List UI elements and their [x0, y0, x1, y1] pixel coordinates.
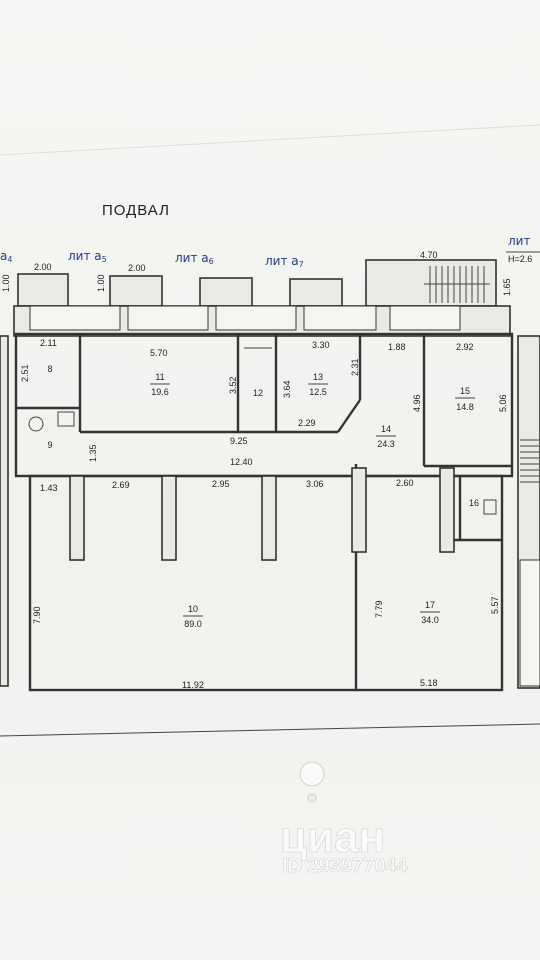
pit-a6 — [199, 277, 253, 307]
dim-3-06: 3.06 — [306, 479, 324, 489]
dim-5-70: 5.70 — [150, 348, 168, 358]
room-11-label: 11 19.6 — [150, 372, 170, 397]
column-4 — [351, 467, 367, 553]
dim-1-43: 1.43 — [40, 483, 58, 493]
dim-4-70: 4.70 — [420, 250, 438, 260]
dim-1-88: 1.88 — [388, 342, 406, 352]
svg-text:13: 13 — [313, 372, 323, 382]
adjacent-room — [519, 559, 540, 687]
dim-5-57: 5.57 — [490, 596, 500, 614]
wall-gap-3 — [215, 305, 297, 331]
svg-text:12.5: 12.5 — [309, 387, 327, 397]
svg-text:9: 9 — [47, 440, 52, 450]
lit-label-a6: лит а6 — [175, 251, 214, 266]
wall-gap-5 — [389, 305, 461, 331]
wall-14-diagonal — [337, 399, 361, 433]
room-16-fixture — [483, 499, 497, 515]
dim-4-96: 4.96 — [412, 394, 422, 412]
svg-text:8: 8 — [47, 364, 52, 374]
floor-title: ПОДВАЛ — [102, 202, 170, 219]
svg-text:12: 12 — [253, 388, 263, 398]
dim-5-06: 5.06 — [498, 394, 508, 412]
dim-1-35: 1.35 — [88, 444, 98, 462]
stair-block — [365, 259, 497, 307]
svg-text:89.0: 89.0 — [184, 619, 202, 629]
left-edge-fragment — [0, 335, 9, 687]
dim-2-60: 2.60 — [396, 478, 414, 488]
watermark-brand: циан — [280, 813, 385, 862]
watermark-id: ID 293977044 — [282, 855, 409, 877]
lit-label-a4: а4 — [0, 249, 12, 264]
dim-9-25: 9.25 — [230, 436, 248, 446]
svg-text:19.6: 19.6 — [151, 387, 169, 397]
dim-7-79: 7.79 — [374, 600, 384, 618]
column-3 — [261, 475, 277, 561]
dim-11-92: 11.92 — [182, 680, 204, 690]
dim-12-40: 12.40 — [230, 457, 253, 467]
svg-text:17: 17 — [425, 600, 435, 610]
dim-3-30: 3.30 — [312, 340, 330, 350]
svg-text:15: 15 — [460, 386, 470, 396]
dim-2-92: 2.92 — [456, 342, 474, 352]
pit-a5 — [109, 275, 163, 307]
svg-text:16: 16 — [469, 498, 479, 508]
wall-gap-1 — [29, 305, 121, 331]
dim-3-64: 3.64 — [282, 380, 292, 398]
wall-gap-2 — [127, 305, 209, 331]
room-17-label: 17 34.0 — [420, 600, 440, 625]
dim-1-65: 1.65 — [502, 278, 512, 296]
room-14-label: 14 24.3 — [376, 424, 396, 449]
dim-2-29: 2.29 — [298, 418, 316, 428]
svg-text:14.8: 14.8 — [456, 402, 474, 412]
dim-2-31: 2.31 — [350, 358, 360, 376]
toilet-fixture — [28, 416, 44, 432]
dim-7-90: 7.90 — [32, 606, 42, 624]
height-note: H=2.6 — [508, 254, 532, 264]
svg-text:14: 14 — [381, 424, 391, 434]
watermark: циан ID 293977044 — [280, 761, 409, 877]
adjacent-stairs — [520, 439, 540, 483]
column-1 — [69, 475, 85, 561]
dim-2-00-b: 2.00 — [128, 263, 146, 273]
wall-gap-4 — [303, 305, 377, 331]
svg-text:10: 10 — [188, 604, 198, 614]
dim-1-00-a: 1.00 — [1, 274, 11, 292]
dim-2-00-a: 2.00 — [34, 262, 52, 272]
dim-1-00-b: 1.00 — [96, 274, 106, 292]
room-8-label: 8 — [47, 364, 52, 374]
svg-text:24.3: 24.3 — [377, 439, 395, 449]
dim-5-18: 5.18 — [420, 678, 438, 688]
room-13-label: 13 12.5 — [308, 372, 328, 397]
map-pin-icon — [299, 761, 325, 803]
sink-fixture — [57, 411, 75, 427]
dim-2-51: 2.51 — [20, 364, 30, 382]
lit-label-top-right: лит — [508, 234, 530, 248]
column-2 — [161, 475, 177, 561]
dim-2-69: 2.69 — [112, 480, 130, 490]
room-9-label: 9 — [47, 440, 52, 450]
room-12-label: 12 — [253, 388, 263, 398]
column-5 — [439, 467, 455, 553]
dim-2-95: 2.95 — [212, 479, 230, 489]
lit-label-a5: лит а5 — [68, 249, 107, 264]
pit-a4 — [17, 273, 69, 307]
svg-text:11: 11 — [155, 372, 164, 382]
dimension-labels: 2.00 2.00 1.00 1.00 4.70 1.65 2.11 2.51 … — [1, 250, 512, 690]
room-16-label: 16 — [469, 498, 479, 508]
dim-3-52: 3.52 — [228, 376, 238, 394]
dim-2-11: 2.11 — [40, 338, 57, 348]
room-10-label: 10 89.0 — [183, 604, 203, 629]
room-15-label: 15 14.8 — [455, 386, 475, 412]
pit-a7 — [289, 278, 343, 307]
svg-text:34.0: 34.0 — [421, 615, 439, 625]
lit-label-a7: лит а7 — [265, 254, 304, 269]
bottom-guide-line — [0, 723, 540, 737]
guide-line — [0, 124, 540, 156]
stair-steps — [424, 266, 490, 303]
